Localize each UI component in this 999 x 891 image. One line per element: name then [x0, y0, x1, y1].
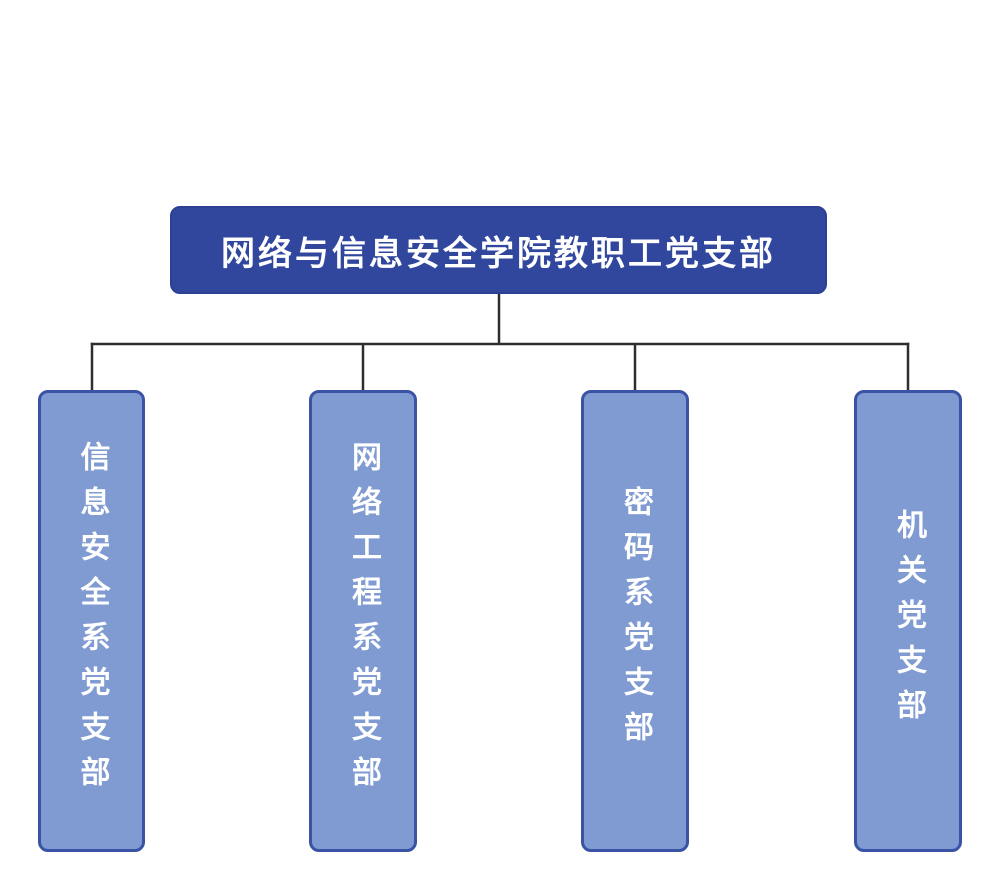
root-node: 网络与信息安全学院教职工党支部: [170, 206, 827, 294]
child-node-label: 密码系党支部: [619, 486, 652, 756]
child-node-cryptography: 密码系党支部: [581, 390, 689, 852]
child-node-network-engineering: 网络工程系党支部: [309, 390, 417, 852]
child-node-label: 网络工程系党支部: [347, 441, 380, 801]
child-node-office: 机关党支部: [854, 390, 962, 852]
child-node-label: 信息安全系党支部: [75, 441, 109, 801]
root-node-label: 网络与信息安全学院教职工党支部: [221, 234, 776, 273]
child-node-label: 机关党支部: [892, 508, 925, 734]
child-node-info-security: 信息安全系党支部: [38, 390, 145, 852]
